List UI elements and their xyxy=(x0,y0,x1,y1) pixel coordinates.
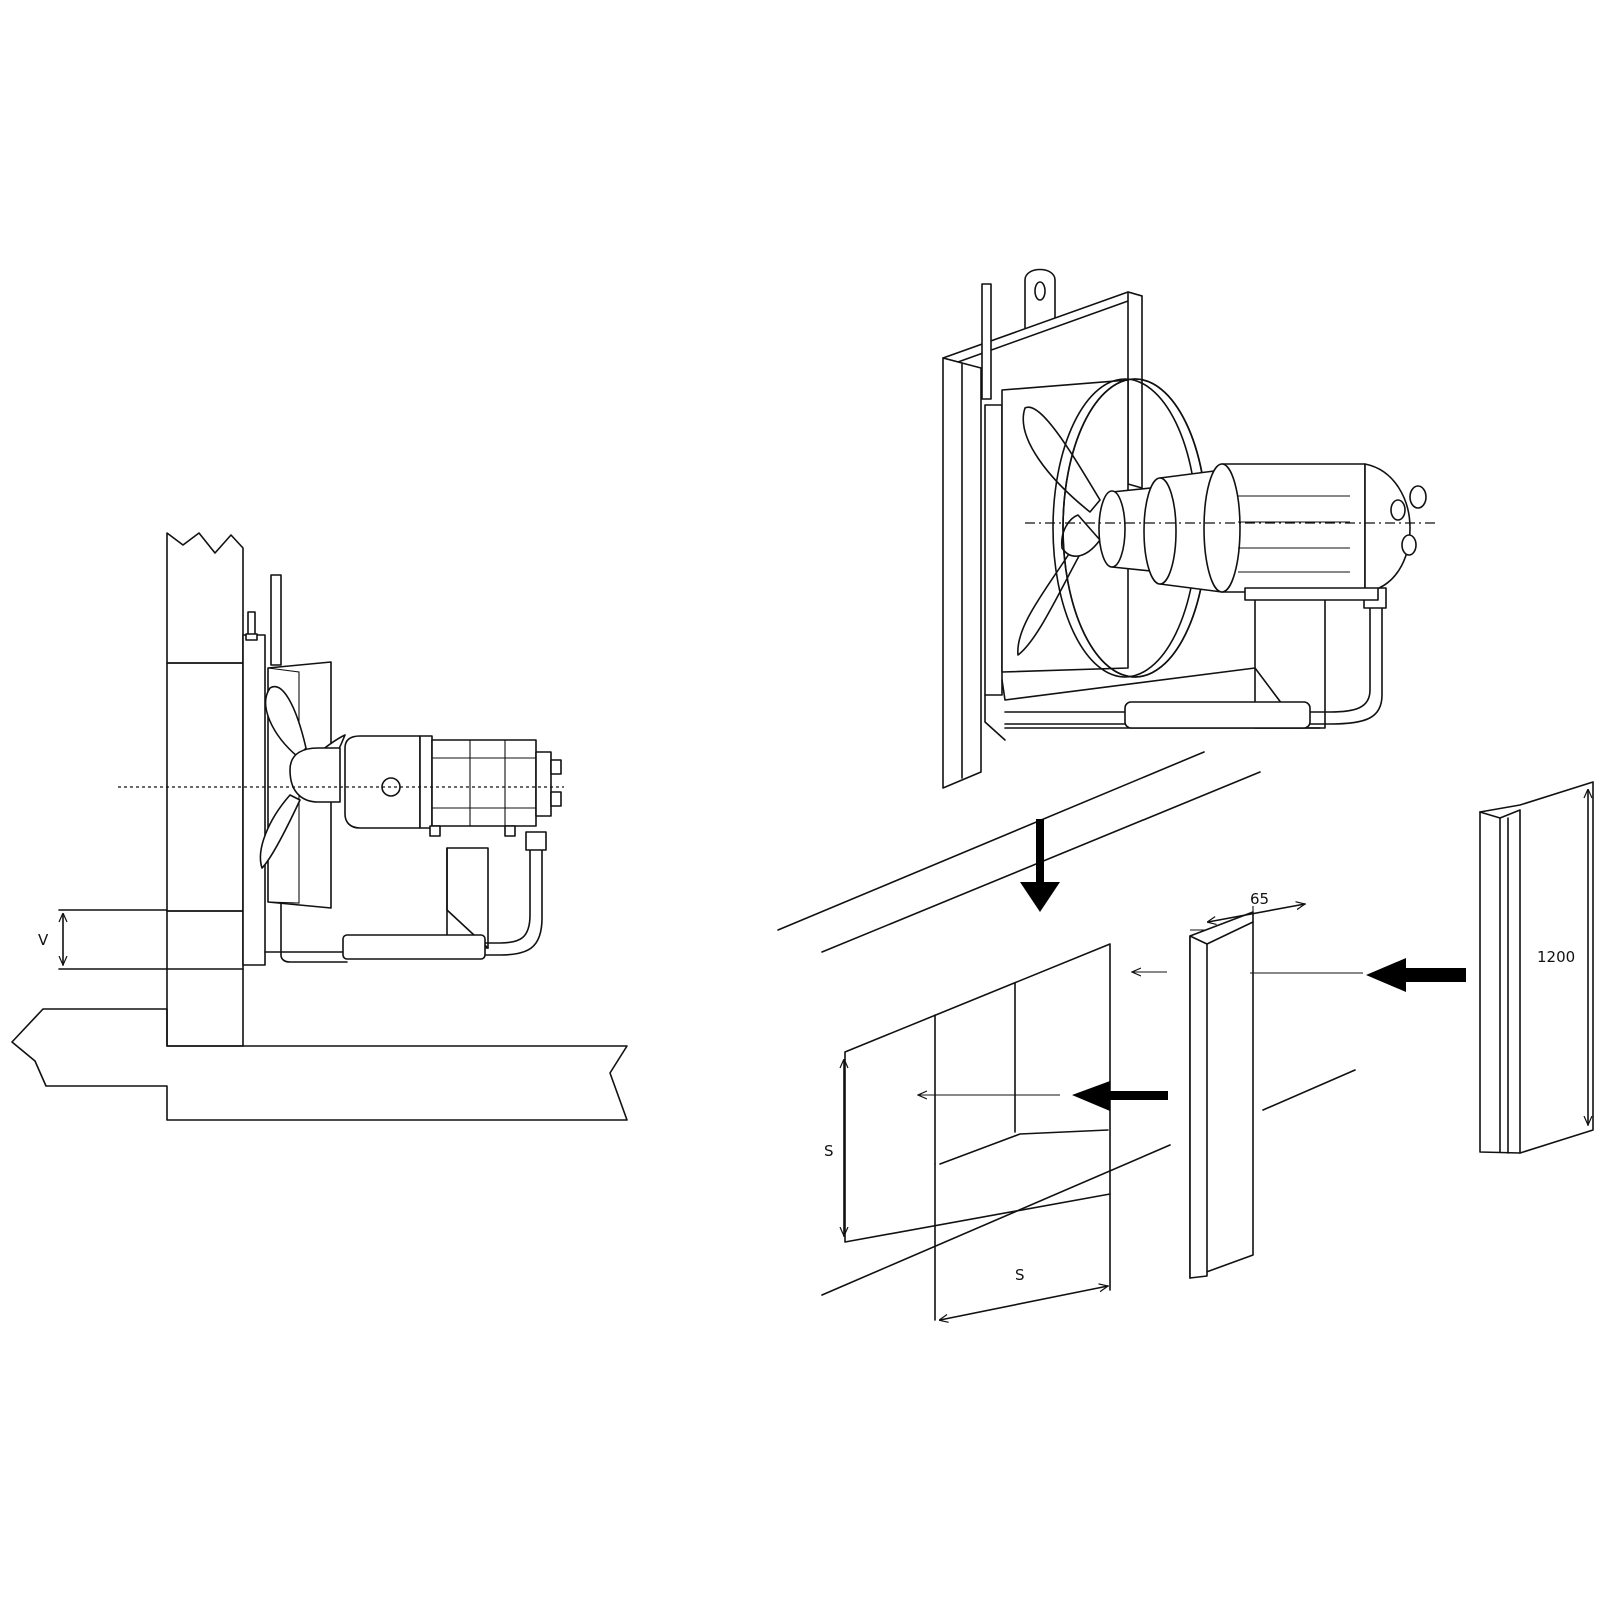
dimension-s-vertical: S xyxy=(824,1142,834,1160)
right-mixer-assembly xyxy=(942,268,1435,789)
dimension-1200-label: 1200 xyxy=(1537,948,1575,966)
propeller-blade-icon xyxy=(1017,539,1086,656)
propeller-blade-icon xyxy=(265,685,307,758)
dimension-s-horizontal: S xyxy=(1015,1266,1025,1284)
channel-1200-part: 1200 xyxy=(1479,781,1594,1154)
dimension-v-label: V xyxy=(38,931,49,949)
down-arrow-icon xyxy=(1020,819,1060,912)
wall-opening-diagram: S S xyxy=(777,751,1356,1320)
channel-65-part: 65 xyxy=(1189,890,1466,1279)
propeller-blade-icon xyxy=(259,794,301,869)
propeller-blade-icon xyxy=(1022,406,1101,513)
left-mixer-assembly: V xyxy=(38,574,564,970)
dimension-65-label: 65 xyxy=(1250,890,1269,908)
insert-arrow-icon xyxy=(1366,958,1466,992)
insert-arrow-icon xyxy=(1072,1081,1168,1111)
